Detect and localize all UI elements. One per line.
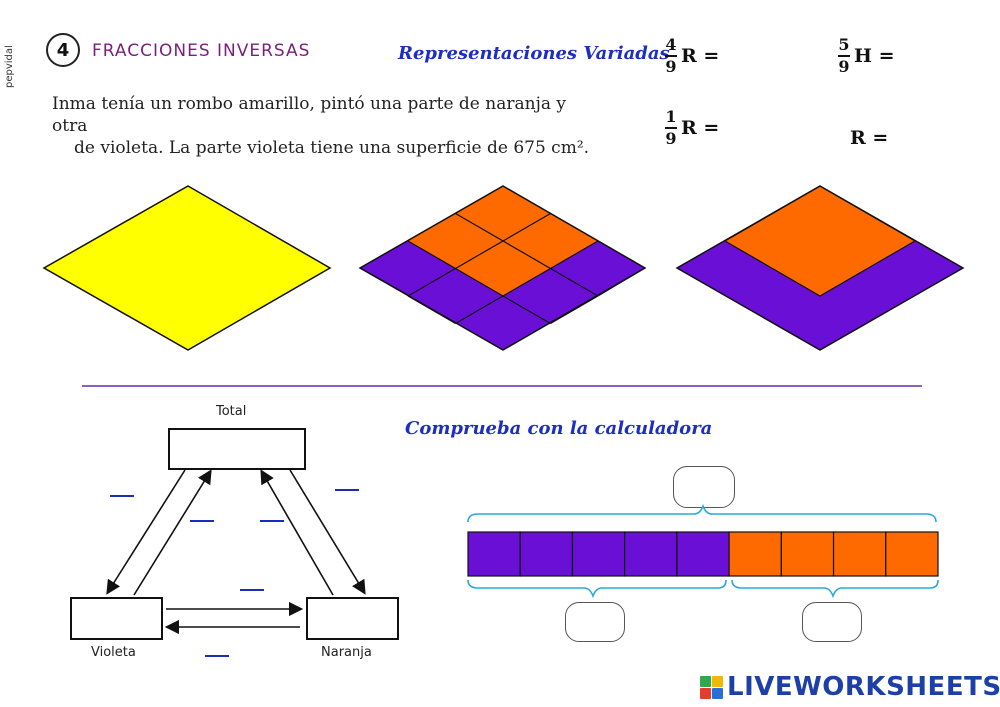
total-label: Total [216, 404, 247, 419]
exercise-number-badge: 4 [46, 33, 80, 67]
violet-bar-cell [624, 531, 678, 577]
denominator: 9 [838, 57, 850, 76]
equals-sign: = [703, 117, 720, 139]
violet-bar-cell [467, 531, 521, 577]
blank-answer-5[interactable] [240, 589, 264, 591]
equation-4-9-r: 4 9 R = [665, 36, 719, 76]
two-part-rhombus [675, 185, 965, 351]
naranja-label: Naranja [321, 645, 372, 660]
liveworksheets-logo-icon [700, 675, 723, 699]
yellow-rhombus [42, 185, 332, 351]
equals-sign: = [872, 127, 889, 149]
total-box [168, 428, 306, 470]
equation-letter: H [854, 45, 872, 67]
numerator: 1 [665, 107, 677, 126]
problem-line-2: de violeta. La parte violeta tiene una s… [74, 138, 590, 158]
blank-answer-2[interactable] [190, 520, 214, 522]
liveworksheets-logo: LIVEWORKSHEETS [700, 672, 1000, 702]
numerator: 5 [838, 35, 850, 54]
equation-letter: R [681, 117, 697, 139]
bar-cells [467, 531, 939, 577]
arrow-total-to-violeta [106, 469, 186, 595]
rhombus-figures [42, 185, 965, 351]
violet-brace [467, 579, 727, 599]
violeta-label: Violeta [91, 645, 136, 660]
equals-sign: = [878, 45, 895, 67]
problem-line-1: Inma tenía un rombo amarillo, pintó una … [52, 94, 566, 136]
orange-bar-cell [728, 531, 782, 577]
blank-answer-1[interactable] [110, 495, 134, 497]
orange-bar-cell [832, 531, 887, 577]
equals-sign: = [703, 45, 720, 67]
violeta-box [70, 597, 163, 640]
naranja-box [306, 597, 399, 640]
equation-letter: R [681, 45, 697, 67]
denominator: 9 [665, 57, 677, 76]
orange-bar-cell [885, 531, 939, 577]
total-answer-bubble[interactable] [673, 466, 735, 508]
section-divider [82, 385, 922, 387]
violet-answer-bubble[interactable] [565, 602, 625, 642]
blank-answer-6[interactable] [205, 655, 229, 657]
bar-model [467, 503, 939, 599]
numerator: 4 [665, 35, 677, 54]
orange-brace [731, 579, 939, 599]
orange-bar-cell [780, 531, 835, 577]
equation-letter: R [850, 127, 866, 149]
violet-bar-cell [519, 531, 574, 577]
equation-1-9-r: 1 9 R = [665, 108, 719, 148]
divided-rhombus [358, 185, 647, 351]
equation-r: R = [850, 127, 888, 149]
total-brace [467, 503, 937, 523]
orange-answer-bubble[interactable] [802, 602, 862, 642]
liveworksheets-brand: LIVEWORKSHEETS [727, 672, 1000, 702]
violet-bar-cell [571, 531, 626, 577]
diagram-arrows [106, 469, 366, 635]
arrow-violeta-to-total [133, 469, 212, 596]
page-subtitle: Representaciones Variadas [398, 43, 670, 64]
problem-statement: Inma tenía un rombo amarillo, pintó una … [52, 93, 592, 159]
blank-answer-3[interactable] [260, 520, 284, 522]
equation-5-9-h: 5 9 H = [838, 36, 895, 76]
violet-bar-cell [676, 531, 730, 577]
arrow-total-to-naranja [289, 469, 366, 595]
page-title: FRACCIONES INVERSAS [92, 41, 311, 61]
denominator: 9 [665, 129, 677, 148]
arrow-naranja-to-total [260, 469, 334, 596]
blank-answer-4[interactable] [335, 489, 359, 491]
check-title: Comprueba con la calculadora [405, 418, 713, 439]
